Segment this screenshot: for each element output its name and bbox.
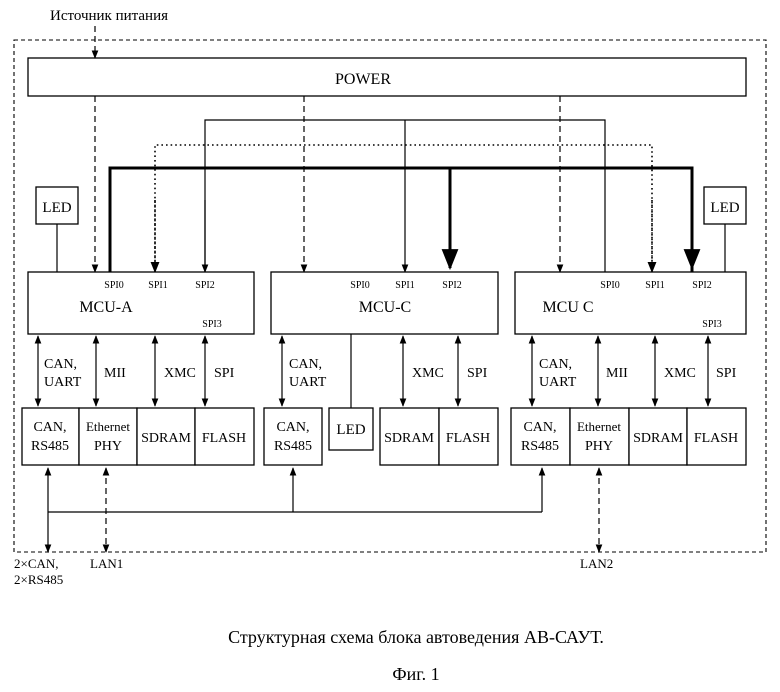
svg-text:SPI: SPI bbox=[467, 366, 488, 381]
svg-text:RS485: RS485 bbox=[31, 439, 69, 454]
svg-text:CAN,: CAN, bbox=[289, 357, 322, 372]
svg-text:SDRAM: SDRAM bbox=[141, 431, 191, 446]
power-label: POWER bbox=[335, 71, 391, 88]
svg-text:CAN,: CAN, bbox=[33, 420, 66, 435]
svg-text:PHY: PHY bbox=[94, 439, 122, 454]
svg-text:SPI0: SPI0 bbox=[350, 280, 369, 291]
svg-text:CAN,: CAN, bbox=[539, 357, 572, 372]
svg-text:SPI: SPI bbox=[214, 366, 235, 381]
mcu-a-label: MCU-A bbox=[79, 299, 133, 316]
can-out-label-1: 2×CAN, bbox=[14, 556, 59, 571]
svg-text:MII: MII bbox=[606, 366, 628, 381]
svg-text:UART: UART bbox=[44, 375, 82, 390]
svg-text:SDRAM: SDRAM bbox=[384, 431, 434, 446]
mcu-c-center-label: MCU-C bbox=[359, 299, 411, 316]
svg-text:XMC: XMC bbox=[412, 366, 444, 381]
can-rs485-center bbox=[264, 408, 322, 465]
svg-text:Ethernet: Ethernet bbox=[577, 419, 621, 434]
svg-text:LED: LED bbox=[42, 200, 71, 216]
spi-bus-dotted bbox=[155, 145, 652, 272]
svg-text:CAN,: CAN, bbox=[523, 420, 556, 435]
svg-text:RS485: RS485 bbox=[274, 439, 312, 454]
svg-text:LED: LED bbox=[710, 200, 739, 216]
svg-text:SPI1: SPI1 bbox=[645, 280, 664, 291]
svg-text:FLASH: FLASH bbox=[202, 431, 246, 446]
svg-text:FLASH: FLASH bbox=[446, 431, 490, 446]
svg-text:UART: UART bbox=[539, 375, 577, 390]
svg-text:SPI2: SPI2 bbox=[442, 280, 461, 291]
svg-text:SDRAM: SDRAM bbox=[633, 431, 683, 446]
svg-text:SPI0: SPI0 bbox=[104, 280, 123, 291]
svg-text:FLASH: FLASH bbox=[694, 431, 738, 446]
caption: Структурная схема блока автоведения АВ-С… bbox=[228, 627, 604, 647]
can-rs485-left bbox=[22, 408, 79, 465]
svg-text:SPI0: SPI0 bbox=[600, 280, 619, 291]
figure-label: Фиг. 1 bbox=[392, 664, 439, 684]
svg-text:SPI: SPI bbox=[716, 366, 737, 381]
svg-text:UART: UART bbox=[289, 375, 327, 390]
can-rs485-right bbox=[511, 408, 570, 465]
svg-text:SPI3: SPI3 bbox=[702, 319, 721, 330]
power-source-label: Источник питания bbox=[50, 8, 168, 24]
svg-text:SPI1: SPI1 bbox=[395, 280, 414, 291]
svg-text:Ethernet: Ethernet bbox=[86, 419, 130, 434]
mcu-c-right-label: MCU C bbox=[542, 299, 593, 316]
svg-text:XMC: XMC bbox=[664, 366, 696, 381]
svg-text:XMC: XMC bbox=[164, 366, 196, 381]
svg-text:RS485: RS485 bbox=[521, 439, 559, 454]
svg-text:CAN,: CAN, bbox=[276, 420, 309, 435]
svg-text:SPI2: SPI2 bbox=[692, 280, 711, 291]
svg-text:LED: LED bbox=[336, 422, 365, 438]
svg-text:CAN,: CAN, bbox=[44, 357, 77, 372]
can-out-label-2: 2×RS485 bbox=[14, 572, 63, 587]
svg-text:MII: MII bbox=[104, 366, 126, 381]
lan2-label: LAN2 bbox=[580, 556, 613, 571]
ethernet-phy-right bbox=[570, 408, 629, 465]
svg-text:PHY: PHY bbox=[585, 439, 613, 454]
lan1-label: LAN1 bbox=[90, 556, 123, 571]
svg-text:SPI3: SPI3 bbox=[202, 319, 221, 330]
svg-text:SPI1: SPI1 bbox=[148, 280, 167, 291]
ethernet-phy-left bbox=[79, 408, 137, 465]
svg-text:SPI2: SPI2 bbox=[195, 280, 214, 291]
